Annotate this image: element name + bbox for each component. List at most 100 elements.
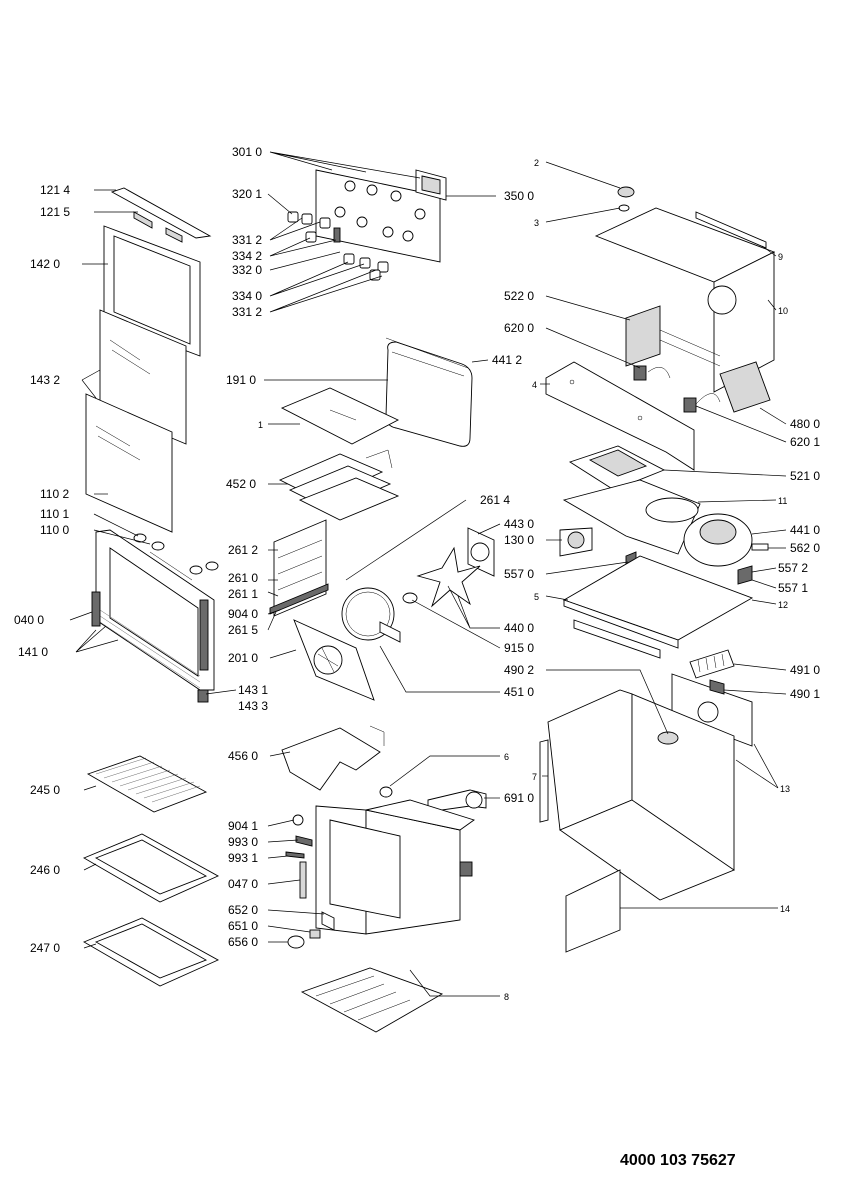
housing-carcass — [539, 689, 735, 901]
door-hinge-washers — [133, 533, 219, 581]
label-441-2: 441 2 — [492, 353, 522, 367]
label-8: 8 — [504, 992, 509, 1002]
base-tray — [562, 555, 754, 659]
label-562-0: 562 0 — [790, 541, 820, 555]
circular-element — [341, 587, 401, 643]
label-261-1: 261 1 — [228, 587, 258, 601]
label-350-0: 350 0 — [504, 189, 534, 203]
fan-cover — [293, 619, 375, 701]
side-rails — [269, 519, 329, 617]
label-656-0: 656 0 — [228, 935, 258, 949]
label-110-2: 110 2 — [40, 487, 69, 501]
label-247-0: 247 0 — [30, 941, 60, 955]
relays-and-wires — [633, 365, 721, 413]
door-glass-lower — [85, 393, 173, 533]
label-261-4: 261 4 — [480, 493, 510, 507]
cooling-fan-motor — [683, 513, 769, 567]
label-10: 10 — [778, 306, 788, 316]
label-5: 5 — [534, 592, 539, 602]
oven-cavity — [315, 799, 475, 935]
label-301-0: 301 0 — [232, 145, 262, 159]
cooling-fan-duct — [562, 479, 701, 555]
label-121-5: 121 5 — [40, 205, 70, 219]
electronic-board — [568, 445, 666, 491]
label-143-2: 143 2 — [30, 373, 60, 387]
fan-motor — [467, 527, 495, 577]
wire-shelf — [86, 755, 208, 813]
top-cover — [594, 186, 776, 393]
label-451-0: 451 0 — [504, 685, 534, 699]
grill-element — [278, 449, 400, 521]
label-652-0: 652 0 — [228, 903, 258, 917]
part-number-labels: 121 4 121 5 142 0 143 2 110 2 110 1 110 … — [14, 145, 820, 1002]
label-110-1: 110 1 — [40, 507, 69, 521]
drip-tray — [82, 833, 220, 903]
label-110-0: 110 0 — [40, 523, 69, 537]
label-143-1: 143 1 — [238, 683, 268, 697]
outer-door-panel — [91, 529, 215, 703]
label-6: 6 — [504, 752, 509, 762]
label-521-0: 521 0 — [790, 469, 820, 483]
label-261-5: 261 5 — [228, 623, 258, 637]
label-440-0: 440 0 — [504, 621, 534, 635]
display-module — [415, 169, 447, 201]
label-121-4: 121 4 — [40, 183, 70, 197]
motor-130 — [559, 527, 593, 557]
label-12: 12 — [778, 600, 788, 610]
label-456-0: 456 0 — [228, 749, 258, 763]
label-441-0: 441 0 — [790, 523, 820, 537]
label-993-0: 993 0 — [228, 835, 258, 849]
label-11: 11 — [778, 496, 787, 506]
label-9: 9 — [778, 252, 783, 262]
document-number: 4000 103 75627 — [620, 1152, 736, 1169]
label-557-0: 557 0 — [504, 567, 534, 581]
label-1: 1 — [258, 420, 263, 430]
ptc-module — [625, 305, 771, 413]
label-620-0: 620 0 — [504, 321, 534, 335]
thermostat-bulb — [379, 786, 487, 813]
label-334-0: 334 0 — [232, 289, 262, 303]
label-522-0: 522 0 — [504, 289, 534, 303]
control-knobs — [287, 211, 389, 281]
label-331-2-a: 331 2 — [232, 233, 262, 247]
label-480-0: 480 0 — [790, 417, 820, 431]
label-557-1: 557 1 — [778, 581, 808, 595]
label-047-0: 047 0 — [228, 877, 258, 891]
leader-lines — [69, 151, 787, 997]
label-142-0: 142 0 — [30, 257, 60, 271]
label-443-0: 443 0 — [504, 517, 534, 531]
label-13: 13 — [780, 784, 790, 794]
label-7: 7 — [532, 772, 537, 782]
label-490-1: 490 1 — [790, 687, 820, 701]
label-261-0: 261 0 — [228, 571, 258, 585]
label-191-0: 191 0 — [226, 373, 256, 387]
baking-tray — [82, 917, 220, 987]
label-246-0: 246 0 — [30, 863, 60, 877]
rear-cover — [565, 869, 621, 953]
label-040-0: 040 0 — [14, 613, 44, 627]
control-panel — [315, 169, 441, 263]
label-452-0: 452 0 — [226, 477, 256, 491]
label-331-2-b: 331 2 — [232, 305, 262, 319]
mounting-bracket — [545, 361, 695, 471]
label-491-0: 491 0 — [790, 663, 820, 677]
label-245-0: 245 0 — [30, 783, 60, 797]
label-915-0: 915 0 — [504, 641, 534, 655]
label-691-0: 691 0 — [504, 791, 534, 805]
label-904-0: 904 0 — [228, 607, 258, 621]
label-993-1: 993 1 — [228, 851, 258, 865]
label-620-1: 620 1 — [790, 435, 820, 449]
back-panel — [671, 673, 753, 747]
label-130-0: 130 0 — [504, 533, 534, 547]
label-261-2: 261 2 — [228, 543, 258, 557]
bottom-frame — [300, 967, 444, 1033]
back-cover-plate — [280, 387, 400, 445]
label-143-3: 143 3 — [238, 699, 268, 713]
label-332-0: 332 0 — [232, 263, 262, 277]
label-141-0: 141 0 — [18, 645, 48, 659]
label-904-1: 904 1 — [228, 819, 258, 833]
label-490-2: 490 2 — [504, 663, 534, 677]
terminal-block — [689, 649, 735, 679]
door-top-trim — [110, 187, 212, 243]
